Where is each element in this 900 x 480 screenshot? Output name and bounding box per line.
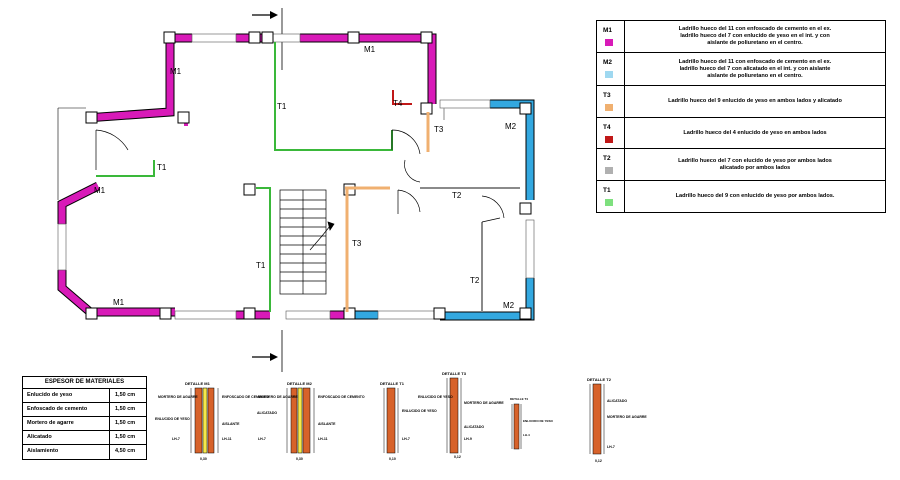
- label-t2-lower: T2: [470, 276, 480, 285]
- detail-m2-l1: MORTERO DE AGARRE: [258, 395, 298, 399]
- legend-code: T2: [603, 155, 611, 162]
- label-t1-small: T1: [157, 163, 167, 172]
- construction-details: DETALLE M1 ENFOSCADO DE CEMENTO MORTERO …: [155, 371, 647, 463]
- detail-t2: DETALLE T2 ALICATADO MORTERO DE AGARRE L…: [587, 377, 647, 463]
- detail-m1-title: DETALLE M1: [185, 381, 211, 386]
- detail-t2-l2: MORTERO DE AGARRE: [607, 415, 647, 419]
- detail-t3-title: DETALLE T3: [442, 371, 467, 376]
- legend-row: T4 Ladrillo hueco del 4 enlucido de yeso…: [597, 118, 885, 149]
- legend-swatch: [605, 136, 613, 143]
- detail-m2-l3: ALICATADO: [257, 411, 277, 415]
- legend-code: M2: [603, 59, 613, 66]
- window-openings: [57, 33, 535, 320]
- materials-table-title: ESPESOR DE MATERIALES: [44, 379, 125, 385]
- wall-t2: [420, 108, 520, 312]
- label-t3-lower: T3: [352, 239, 362, 248]
- label-t2-upper: T2: [452, 191, 462, 200]
- detail-t4-l2: LH-4: [523, 433, 530, 437]
- wall-type-legend: M1 Ladrillo hueco del 11 con enfoscado d…: [596, 20, 886, 213]
- legend-code: M1: [603, 27, 613, 34]
- detail-t3-l3: ALICATADO: [464, 425, 484, 429]
- legend-description: Ladrillo hueco del 11 con enfoscado de c…: [678, 58, 832, 79]
- legend-description: Ladrillo hueco del 11 con enfoscado de c…: [678, 26, 832, 46]
- label-m2-lower: M2: [503, 301, 515, 310]
- detail-t4-l1: ENLUCIDO DE YESO: [523, 419, 553, 423]
- legend-description: Ladrillo hueco del 7 con elucido de yeso…: [678, 157, 832, 171]
- detail-m1-l2: MORTERO DE AGARRE: [158, 395, 198, 399]
- wall-t3: [345, 112, 430, 312]
- detail-m1-dim: 0,30: [200, 457, 207, 461]
- legend-row: M2 Ladrillo hueco del 11 con enfoscado d…: [597, 53, 885, 86]
- detail-m1-l1: ENFOSCADO DE CEMENTO: [222, 395, 269, 399]
- detail-t1-l2: LH-7: [402, 437, 410, 441]
- label-m1-left: M1: [170, 67, 182, 76]
- detail-t3-l4: LH-9: [464, 437, 472, 441]
- detail-m2-l2: ENFOSCADO DE CEMENTO: [318, 395, 365, 399]
- detail-m1: DETALLE M1 ENFOSCADO DE CEMENTO MORTERO …: [155, 381, 269, 461]
- detail-t1: DETALLE T1 ENLUCIDO DE YESO LH-7 0,10: [380, 381, 437, 461]
- legend-code: T1: [603, 187, 611, 194]
- legend-swatch: [605, 167, 613, 174]
- label-t1-stair: T1: [256, 261, 266, 270]
- detail-m1-l3: ENLUCIDO DE YESO: [155, 417, 190, 421]
- wall-t4: [392, 90, 412, 105]
- legend-row: M1 Ladrillo hueco del 11 con enfoscado d…: [597, 21, 885, 53]
- detail-t3: DETALLE T3 ENLUCIDO DE YESO MORTERO DE A…: [418, 371, 504, 459]
- legend-swatch: [605, 199, 613, 206]
- legend-row: T2 Ladrillo hueco del 7 con elucido de y…: [597, 149, 885, 181]
- detail-m2: DETALLE M2 MORTERO DE AGARRE ENFOSCADO D…: [257, 381, 365, 461]
- detail-m2-l5: LH-7: [258, 437, 266, 441]
- detail-m1-l6: LH-11: [222, 437, 232, 441]
- detail-t2-l1: ALICATADO: [607, 399, 627, 403]
- staircase: [279, 189, 335, 295]
- wall-m2: [350, 99, 535, 321]
- detail-t2-title: DETALLE T2: [587, 377, 612, 382]
- label-m1-diag: M1: [94, 186, 106, 195]
- label-t1-center: T1: [277, 102, 287, 111]
- legend-description: Ladrillo hueco del 9 con enlucido de yes…: [675, 193, 835, 199]
- label-m2-upper: M2: [505, 122, 517, 131]
- legend-code: T3: [603, 92, 611, 99]
- detail-m2-title: DETALLE M2: [287, 381, 313, 386]
- label-m1-bottom: M1: [113, 298, 125, 307]
- legend-row: T1 Ladrillo hueco del 9 con enlucido de …: [597, 181, 885, 212]
- legend-row: T3 Ladrillo hueco del 9 enlucido de yeso…: [597, 86, 885, 118]
- detail-m2-l6: LH-11: [318, 437, 328, 441]
- detail-t3-l2: MORTERO DE AGARRE: [464, 401, 504, 405]
- legend-swatch: [605, 71, 613, 78]
- detail-t3-l1: ENLUCIDO DE YESO: [418, 395, 453, 399]
- detail-t4-title: DETALLE T4: [510, 397, 528, 401]
- detail-m1-l4: AISLANTE: [222, 422, 240, 426]
- detail-m2-l4: AISLANTE: [318, 422, 336, 426]
- detail-t1-dim: 0,10: [389, 457, 396, 461]
- section-marker-bottom: [252, 330, 283, 372]
- door-swings: [95, 129, 505, 223]
- detail-t4: DETALLE T4 ENLUCIDO DE YESO LH-4: [510, 397, 553, 450]
- detail-t1-title: DETALLE T1: [380, 381, 405, 386]
- detail-t2-l3: LH-7: [607, 445, 615, 449]
- room-outlines: [57, 107, 86, 200]
- legend-swatch: [605, 104, 613, 111]
- detail-m1-l5: LH-7: [172, 437, 180, 441]
- detail-t1-l1: ENLUCIDO DE YESO: [402, 409, 437, 413]
- wall-labels: M1 M1 M1 M1 T1 T1 T1 T4 T3 T3 M2 M2 T2 T…: [94, 45, 517, 310]
- detail-m2-dim: 0,30: [296, 457, 303, 461]
- legend-description: Ladrillo hueco del 9 enlucido de yeso en…: [668, 98, 842, 104]
- label-t4: T4: [393, 99, 403, 108]
- legend-code: T4: [603, 124, 611, 131]
- legend-description: Ladrillo hueco del 4 enlucido de yeso en…: [683, 129, 827, 136]
- label-m1-top: M1: [364, 45, 376, 54]
- detail-t2-dim: 0,12: [595, 459, 602, 463]
- legend-swatch: [605, 39, 613, 46]
- detail-t3-dim: 0,12: [454, 455, 461, 459]
- label-t3-upper: T3: [434, 125, 444, 134]
